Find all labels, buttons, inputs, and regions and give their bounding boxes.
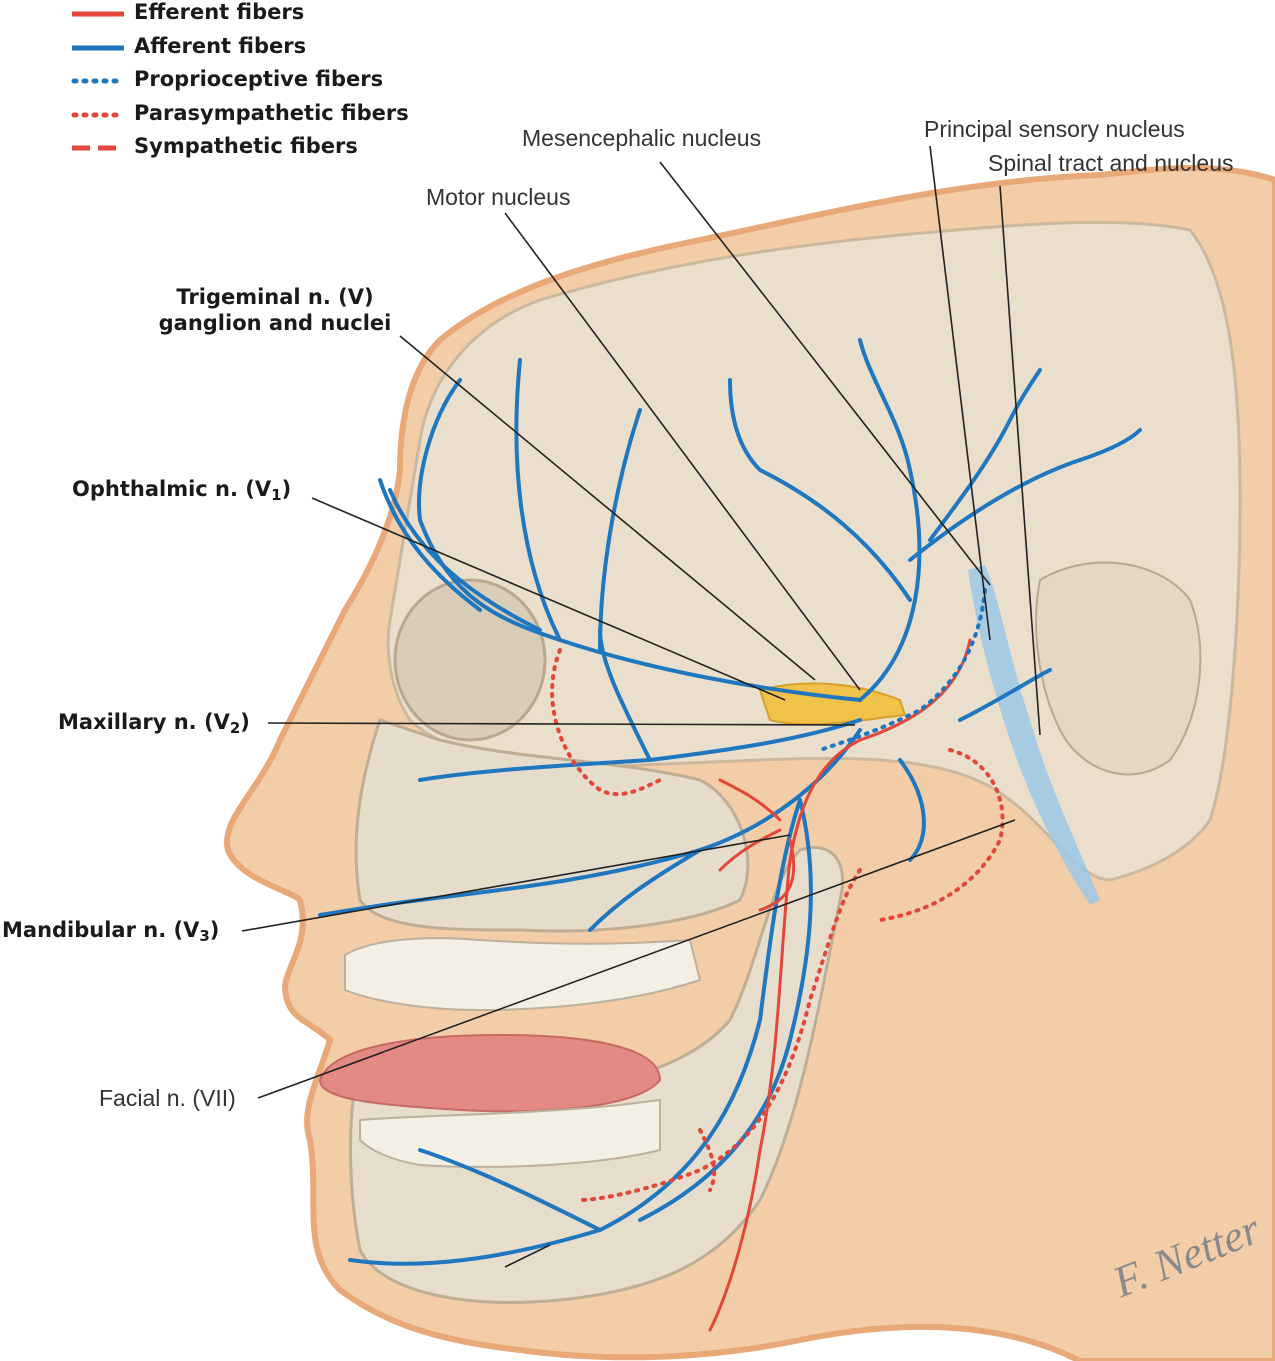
- proprioceptive-branches: [818, 588, 987, 752]
- parasympathetic-branches: [550, 648, 1005, 1202]
- label-trigeminal-line1: Trigeminal n. (V): [176, 285, 374, 309]
- efferent-branches: [708, 638, 972, 1332]
- parasympathetic-line-swatch: [71, 112, 126, 117]
- label-facial-nerve: Facial n. (VII): [99, 1085, 236, 1111]
- label-maxillary-text: Maxillary n. (V: [58, 710, 230, 734]
- leader-lines: [241, 145, 1041, 1268]
- afferent-line-swatch: [72, 45, 124, 50]
- lower-teeth: [359, 1098, 661, 1168]
- label-ophthalmic-text: Ophthalmic n. (V: [72, 477, 272, 501]
- label-trigeminal-line2: ganglion and nuclei: [158, 311, 392, 335]
- proprioceptive-line-swatch: [71, 78, 126, 84]
- label-mandibular-nerve: Mandibular n. (V3): [2, 918, 220, 945]
- legend-label: Sympathetic fibers: [134, 134, 358, 158]
- legend-label: Proprioceptive fibers: [134, 67, 384, 91]
- label-mandibular-subscript: 3: [199, 927, 210, 945]
- label-trigeminal-ganglion: Trigeminal n. (V) ganglion and nuclei: [150, 285, 400, 335]
- legend-label: Parasympathetic fibers: [134, 100, 409, 125]
- afferent-branches: [318, 338, 1142, 1266]
- label-mesencephalic-nucleus: Mesencephalic nucleus: [522, 125, 762, 151]
- label-mandibular-text: Mandibular n. (V: [2, 918, 200, 942]
- maxilla: [354, 718, 750, 933]
- tongue: [318, 1033, 662, 1113]
- sympathetic-line-swatch: [72, 145, 124, 151]
- label-ophthalmic-subscript: 1: [271, 486, 282, 504]
- brainstem-tract: [968, 565, 1100, 905]
- legend-label: Afferent fibers: [134, 33, 307, 58]
- label-motor-nucleus: Motor nucleus: [426, 184, 571, 210]
- label-maxillary-close: ): [240, 710, 250, 734]
- label-ophthalmic-nerve: Ophthalmic n. (V1): [72, 477, 292, 504]
- label-maxillary-subscript: 2: [229, 719, 241, 737]
- label-mandibular-close: ): [209, 918, 220, 942]
- efferent-line-swatch: [72, 11, 124, 17]
- label-ophthalmic-close: ): [281, 477, 292, 501]
- label-maxillary-nerve: Maxillary n. (V2): [58, 710, 250, 737]
- upper-teeth: [344, 937, 702, 1012]
- label-principal-sensory-nucleus: Principal sensory nucleus: [924, 116, 1185, 142]
- label-spinal-tract-nucleus: Spinal tract and nucleus: [988, 150, 1234, 176]
- legend-label: Efferent fibers: [134, 0, 305, 24]
- cerebellum: [1035, 561, 1202, 776]
